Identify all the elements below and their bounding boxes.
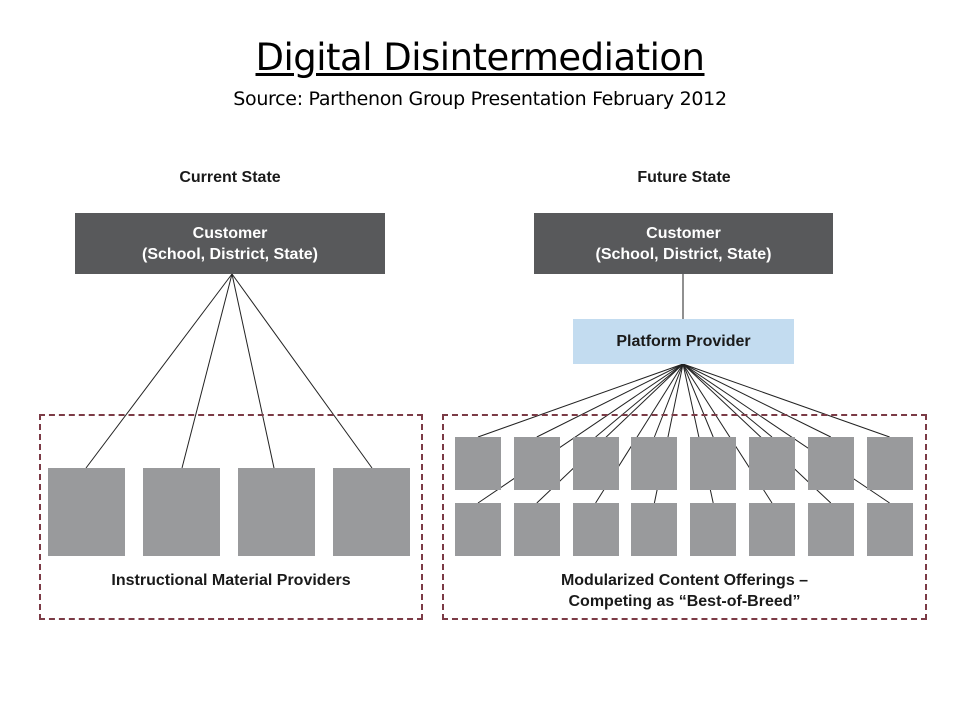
connector-line-module-bottom bbox=[477, 363, 684, 504]
connector-line-provider-1 bbox=[85, 273, 233, 469]
offerings-label-line1: Modularized Content Offerings – bbox=[560, 572, 809, 589]
offerings-label-line2: Competing as “Best-of-Breed” bbox=[568, 593, 801, 610]
provider-box-1 bbox=[48, 468, 125, 556]
module-box bbox=[631, 437, 678, 490]
module-box bbox=[572, 437, 619, 490]
slide-title: Digital Disintermediation bbox=[255, 36, 706, 79]
module-box bbox=[631, 503, 678, 556]
module-box bbox=[866, 503, 913, 556]
provider-box-4 bbox=[333, 468, 410, 556]
connector-line-module-top bbox=[682, 363, 832, 438]
current-customer-subtitle: (School, District, State) bbox=[141, 245, 319, 263]
connector-line-module-top bbox=[536, 363, 684, 438]
offerings-label: Modularized Content Offerings – Competin… bbox=[442, 570, 927, 612]
module-box bbox=[690, 437, 737, 490]
connector-line-module-top bbox=[682, 363, 890, 438]
connector-line-provider-2 bbox=[181, 273, 233, 469]
connector-line-module-top bbox=[682, 363, 773, 438]
current-customer-box: Customer (School, District, State) bbox=[75, 213, 385, 274]
module-box bbox=[513, 437, 560, 490]
platform-provider-box: Platform Provider bbox=[573, 319, 794, 364]
future-customer-title: Customer bbox=[646, 224, 721, 242]
connector-line-provider-4 bbox=[231, 273, 373, 469]
providers-label: Instructional Material Providers bbox=[111, 572, 351, 589]
connector-line-module-top bbox=[653, 363, 684, 438]
connector-line-provider-3 bbox=[231, 273, 275, 469]
slide-subtitle: Source: Parthenon Group Presentation Feb… bbox=[233, 88, 727, 110]
module-box bbox=[513, 503, 560, 556]
current-state-heading: Current State bbox=[179, 169, 281, 186]
modular-offerings-region bbox=[442, 414, 927, 620]
module-box bbox=[749, 437, 795, 490]
module-box bbox=[807, 503, 854, 556]
module-box bbox=[455, 503, 501, 556]
connector-line-module-bottom bbox=[536, 363, 684, 504]
connector-line-module-bottom bbox=[682, 363, 890, 504]
current-customer-title: Customer bbox=[192, 224, 268, 242]
module-box bbox=[572, 503, 619, 556]
module-box bbox=[690, 503, 737, 556]
connector-line-module-top bbox=[595, 363, 684, 438]
future-customer-box: Customer (School, District, State) bbox=[534, 213, 833, 274]
module-box bbox=[749, 503, 795, 556]
connector-line-module-top bbox=[682, 363, 714, 438]
future-customer-subtitle: (School, District, State) bbox=[595, 245, 772, 263]
current-providers-region bbox=[39, 414, 423, 620]
provider-box-2 bbox=[143, 468, 220, 556]
connector-line-module-top bbox=[477, 363, 684, 438]
module-box bbox=[455, 437, 501, 490]
provider-box-3 bbox=[238, 468, 315, 556]
module-box bbox=[807, 437, 854, 490]
future-state-heading: Future State bbox=[637, 169, 731, 186]
connector-line-module-bottom bbox=[682, 363, 832, 504]
module-box bbox=[866, 437, 913, 490]
